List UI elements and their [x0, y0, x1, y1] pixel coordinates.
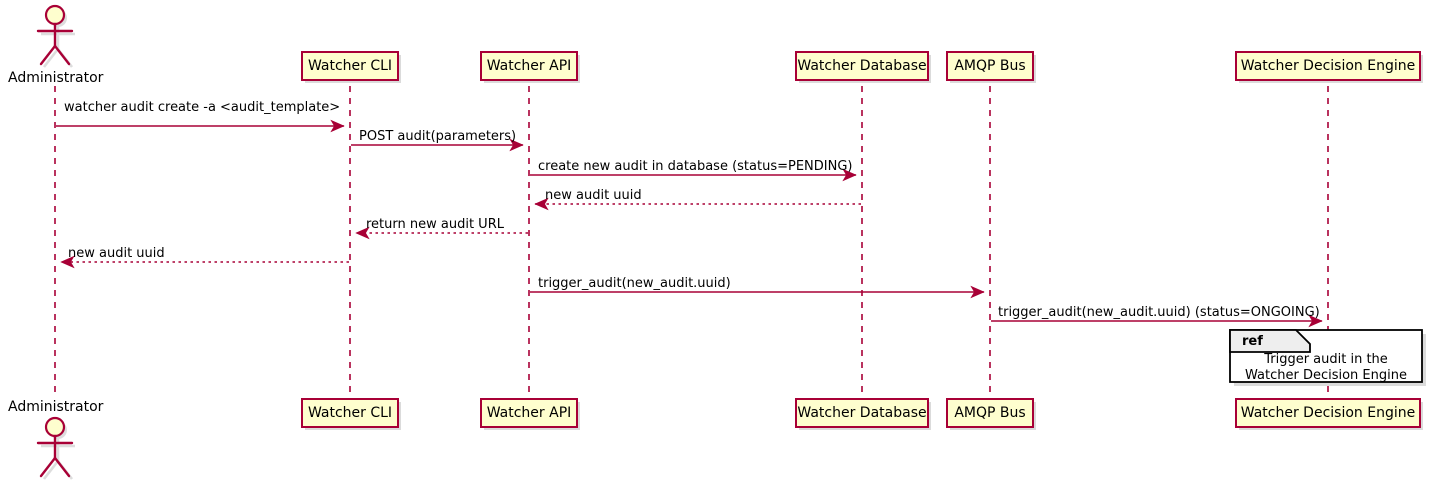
participant-box-watcher-database-bottom[interactable]	[795, 398, 929, 428]
participant-boxes-top	[301, 51, 1423, 83]
actor-leg-right	[53, 44, 71, 66]
actor-head-icon	[44, 4, 66, 26]
message-arrows-group	[56, 119, 1323, 328]
ref-fragment-tag-shape	[1229, 329, 1311, 353]
participant-box-watcher-api-top[interactable]	[480, 51, 578, 81]
lifelines-group	[54, 86, 1329, 396]
participant-box-watcher-cli-bottom[interactable]	[301, 398, 399, 428]
participant-box-watcher-database-top[interactable]	[795, 51, 929, 81]
participant-boxes-bottom	[301, 398, 1423, 430]
actor-administrator-top	[36, 4, 75, 68]
participant-box-watcher-cli-top[interactable]	[301, 51, 399, 81]
participant-box-watcher-decision-engine-bottom[interactable]	[1235, 398, 1421, 428]
actor-leg-left	[39, 44, 57, 66]
actor-administrator-bottom	[36, 416, 75, 480]
participant-box-amqp-bus-top[interactable]	[946, 51, 1034, 81]
participant-box-amqp-bus-bottom[interactable]	[946, 398, 1034, 428]
actor-leg-right	[53, 456, 71, 478]
actor-leg-left	[39, 456, 57, 478]
ref-fragment-trigger-audit	[1229, 329, 1426, 386]
participant-box-watcher-decision-engine-top[interactable]	[1235, 51, 1421, 81]
actor-head-icon	[44, 416, 66, 438]
participant-box-watcher-api-bottom[interactable]	[480, 398, 578, 428]
